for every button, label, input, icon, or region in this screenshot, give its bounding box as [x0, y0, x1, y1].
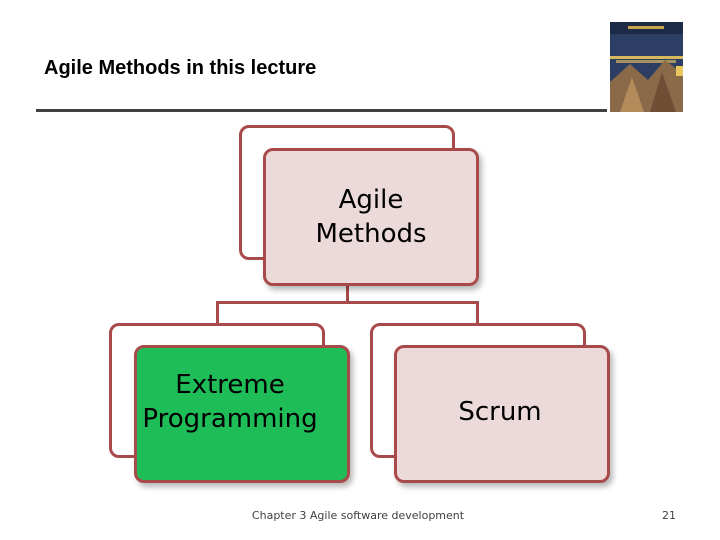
book-cover-art [610, 22, 683, 112]
connector-horizontal [216, 301, 479, 304]
root-node: Agile Methods [263, 148, 479, 286]
scrum-node: Scrum [394, 345, 610, 483]
slide-footer: Chapter 3 Agile software development [251, 509, 465, 522]
scrum-node-line1: Scrum [458, 397, 542, 427]
xp-node-line2: Programming [142, 404, 318, 434]
root-node-line2: Methods [315, 219, 427, 249]
title-rule [36, 109, 607, 112]
connector-left-drop [216, 301, 219, 325]
page-number: 21 [662, 509, 676, 522]
xp-node: Extreme Programming [134, 345, 350, 483]
book-cover-icon [610, 22, 683, 112]
xp-node-line1: Extreme [175, 370, 285, 400]
connector-root-stem [346, 285, 349, 303]
connector-right-drop [476, 301, 479, 325]
slide-title: Agile Methods in this lecture [44, 57, 317, 79]
root-node-line1: Agile [338, 185, 404, 215]
